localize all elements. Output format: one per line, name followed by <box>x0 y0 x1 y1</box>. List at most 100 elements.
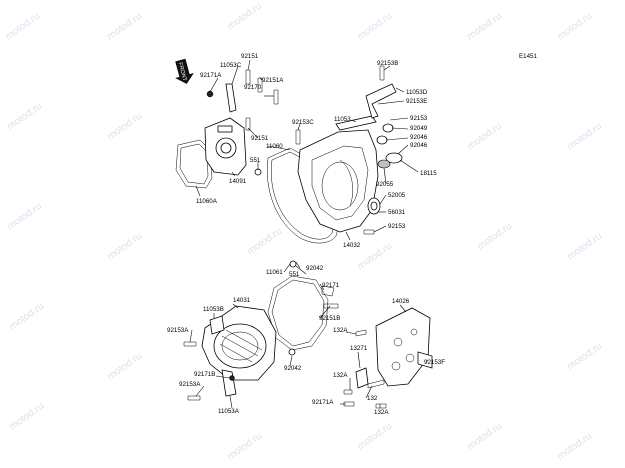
part-label: 92153E <box>406 98 427 105</box>
front-arrow-icon: FRONT <box>175 58 194 84</box>
watermark: motod.ru <box>105 11 144 43</box>
diagram-code: E1451 <box>519 53 537 60</box>
part-labels: 92151 11053C 92171A 92151A 92170 92151 1… <box>167 53 445 416</box>
watermark: motod.ru <box>465 11 504 43</box>
part-label: 14091 <box>229 178 247 185</box>
part-label: 92171A <box>200 72 222 79</box>
watermark: motod.ru <box>5 101 44 133</box>
bolt-92153a-b <box>187 395 201 401</box>
part-label: 11053A <box>218 408 240 415</box>
watermark-layer: motod.ru motod.ru motod.ru motod.ru moto… <box>3 1 604 463</box>
part-label: 92049 <box>410 125 428 132</box>
pipe-11053c <box>225 83 237 113</box>
watermark: motod.ru <box>565 341 604 373</box>
part-label: 11053D <box>406 89 428 96</box>
watermark: motod.ru <box>105 351 144 383</box>
bolt-92151b <box>323 303 339 309</box>
bolt-92151a <box>257 77 263 93</box>
dowel-92042 <box>288 348 296 356</box>
part-label: 92151 <box>241 53 259 60</box>
pipe-11053d <box>365 83 397 119</box>
part-label: 52005 <box>388 192 406 199</box>
watermark: motod.ru <box>565 231 604 263</box>
part-label: 92046 <box>410 142 428 149</box>
pipe-11053 <box>335 115 377 131</box>
collar-132a-c <box>375 403 387 409</box>
part-label: 11053 <box>334 116 351 123</box>
part-label: 92151 <box>251 135 269 142</box>
part-label: 11061 <box>266 269 283 276</box>
sprocket-cover-assembly <box>343 307 433 409</box>
clutch-cover-assembly <box>267 65 403 244</box>
oring-18115 <box>377 159 391 169</box>
watermark: motod.ru <box>3 11 42 43</box>
gasket-11060a <box>175 139 213 189</box>
watermark: motod.ru <box>565 121 604 153</box>
watermark: motod.ru <box>105 111 144 143</box>
dowel-551-b <box>289 260 297 268</box>
bolt-92153c <box>295 129 301 145</box>
watermark: motod.ru <box>465 121 504 153</box>
bolt-92151 <box>245 69 251 85</box>
part-label: 132 <box>367 395 378 402</box>
part-label: 132A <box>333 372 348 379</box>
part-label: 11053B <box>203 306 224 313</box>
pipe-11053b <box>209 315 225 335</box>
watermark: motod.ru <box>555 431 594 463</box>
bolt-132 <box>367 379 385 389</box>
part-label: 92153 <box>410 115 428 122</box>
watermark: motod.ru <box>225 431 264 463</box>
part-label: 18115 <box>420 170 437 177</box>
part-label: 132A <box>374 409 389 416</box>
generator-cover-assembly <box>183 305 277 401</box>
leader-lines <box>189 59 429 409</box>
part-label: 13271 <box>350 345 368 352</box>
part-label: 92170 <box>244 84 262 91</box>
watermark: motod.ru <box>245 226 284 258</box>
part-label: 14026 <box>392 298 410 305</box>
part-label: 92042 <box>284 365 302 372</box>
part-label: 92153A <box>167 327 189 334</box>
cover-14026 <box>375 307 431 387</box>
part-label: 92171 <box>322 282 340 289</box>
watermark: motod.ru <box>355 241 394 273</box>
watermark: motod.ru <box>105 231 144 263</box>
gasket-11061 <box>267 275 329 351</box>
part-label: 14031 <box>233 297 251 304</box>
collar-132a-b <box>343 389 353 395</box>
clamp-92171a <box>206 90 214 98</box>
clamp-92171b <box>229 375 235 381</box>
part-label: 551 <box>289 271 300 278</box>
part-label: 92042 <box>306 265 324 272</box>
watermark: motod.ru <box>355 11 394 43</box>
washer-92046 <box>376 135 388 145</box>
washer-92049 <box>382 123 394 133</box>
part-label: 92151A <box>262 77 284 84</box>
cover-14032 <box>297 129 379 233</box>
part-label: 92046 <box>410 134 428 141</box>
part-label: 132A <box>333 327 348 334</box>
watermark: motod.ru <box>555 11 594 43</box>
part-label: 92055 <box>376 181 394 188</box>
bolt-92153b <box>379 65 385 81</box>
part-label: 92151B <box>319 315 340 322</box>
bracket-13271 <box>355 367 369 389</box>
bolt-92170 <box>273 89 279 105</box>
watermark: motod.ru <box>7 301 46 333</box>
watermark: motod.ru <box>5 201 44 233</box>
guide-92153f <box>417 351 433 369</box>
bolt-92153a <box>183 341 197 347</box>
watermark: motod.ru <box>465 421 504 453</box>
part-label: 92153C <box>292 119 314 126</box>
pump-cover-assembly <box>175 69 279 189</box>
watermark: motod.ru <box>225 1 264 33</box>
collar-132a <box>355 329 367 337</box>
part-label: 14032 <box>343 242 361 249</box>
part-label: 551 <box>250 157 261 164</box>
front-arrow-label: FRONT <box>177 62 188 82</box>
plug-92055 <box>385 152 403 164</box>
part-label: 11060A <box>196 198 218 205</box>
part-label: 92171B <box>194 371 215 378</box>
watermark: motod.ru <box>7 401 46 433</box>
